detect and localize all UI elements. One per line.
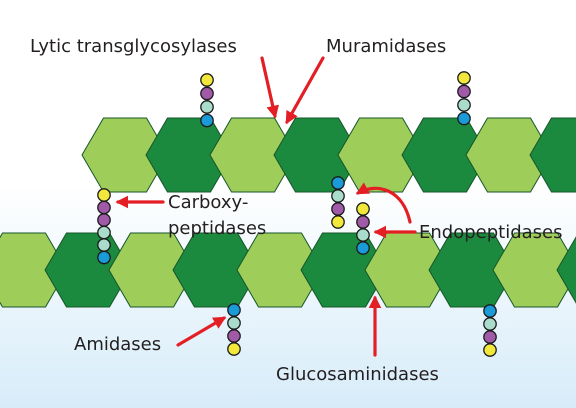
amino-acid-purple (227, 329, 241, 343)
amino-acid-purple (97, 200, 111, 215)
amino-acid-blue (331, 176, 345, 190)
amino-acid-purple (356, 215, 370, 229)
amino-acid-blue (200, 113, 214, 128)
amino-acid-teal (97, 225, 111, 240)
amino-acid-yellow (356, 202, 370, 216)
amino-acid-blue (356, 241, 370, 255)
amino-acid-teal (457, 98, 471, 112)
peptide-chain-crosslink-lower (356, 202, 370, 255)
label-carboxypeptidases-line2: peptidases (168, 218, 266, 239)
peptide-chain-top-left (200, 73, 214, 128)
peptide-chains (97, 71, 497, 357)
arrow-amidases (176, 316, 227, 347)
amino-acid-teal (200, 100, 214, 114)
amino-acid-purple (457, 84, 471, 99)
peptide-chain-carboxypeptidase (97, 188, 111, 265)
amino-acid-purple (483, 330, 497, 344)
arrow-muramidases (285, 56, 325, 125)
top-strand-sugar-dark (529, 117, 576, 193)
amino-acid-purple (97, 213, 111, 227)
bottom-strand-sugar-light (492, 232, 576, 308)
labels: Lytic transglycosylases Muramidases Carb… (30, 36, 563, 385)
peptide-chain-top-right (457, 71, 471, 126)
arrows (115, 56, 417, 357)
glycan-strand-bottom (0, 232, 576, 308)
label-glucosaminidases: Glucosaminidases (276, 364, 439, 385)
glycan-strand-top (81, 117, 576, 193)
amino-acid-blue (97, 250, 111, 265)
amino-acid-yellow (227, 342, 241, 356)
peptide-chain-bottom-left (227, 303, 241, 356)
amino-acid-blue (457, 111, 471, 126)
amino-acid-yellow (483, 343, 497, 357)
amino-acid-teal (97, 238, 111, 252)
amino-acid-blue (483, 304, 497, 318)
label-muramidases: Muramidases (326, 36, 446, 57)
arrow-lytic-transglycosylases (260, 56, 280, 119)
amino-acid-yellow (200, 73, 214, 87)
amino-acid-blue (227, 303, 241, 317)
label-endopeptidases: Endopeptidases (419, 222, 563, 243)
amino-acid-purple (331, 202, 345, 216)
amino-acid-teal (331, 189, 345, 203)
label-carboxypeptidases-line1: Carboxy- (168, 192, 248, 213)
bottom-strand-sugar-dark (556, 236, 576, 304)
arrow-endopeptidases-curved (355, 182, 412, 224)
amino-acid-purple (200, 86, 214, 101)
amino-acid-yellow (457, 71, 471, 85)
amino-acid-teal (227, 316, 241, 330)
peptide-chain-crosslink-upper (331, 176, 345, 229)
amino-acid-teal (483, 317, 497, 331)
label-lytic-transglycosylases: Lytic transglycosylases (30, 36, 237, 57)
amino-acid-yellow (97, 188, 111, 202)
peptide-chain-bottom-right (483, 304, 497, 357)
amino-acid-teal (356, 228, 370, 242)
label-amidases: Amidases (74, 334, 161, 355)
amino-acid-yellow (331, 215, 345, 229)
